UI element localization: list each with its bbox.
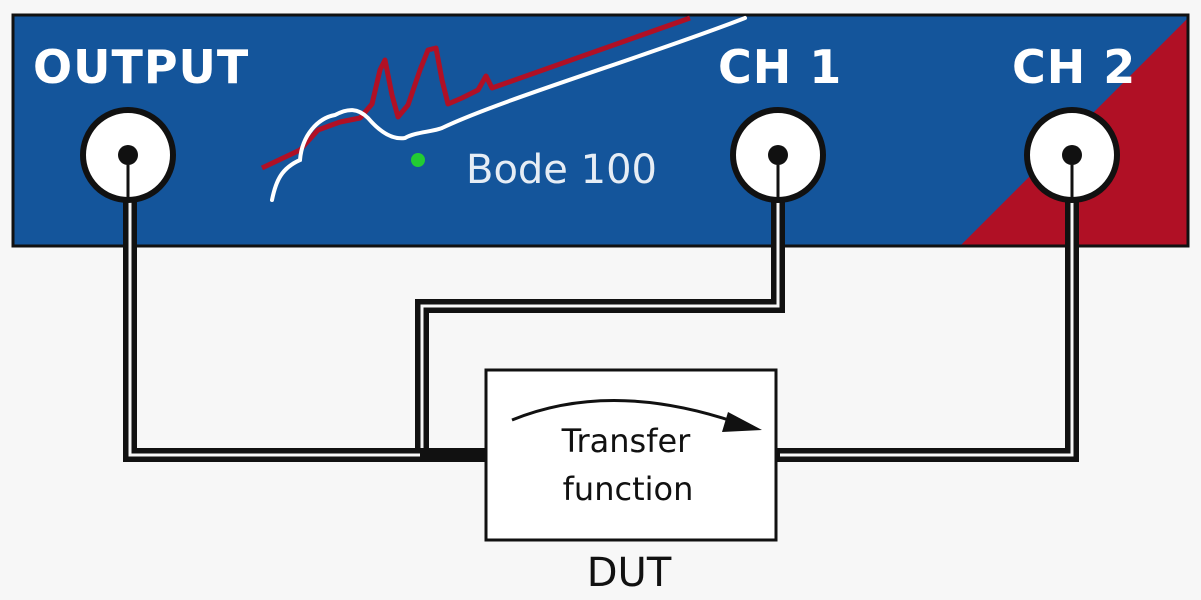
wire-ch1-highlight: [420, 200, 780, 448]
status-led: [411, 153, 425, 167]
logo-white-curve: [270, 16, 747, 202]
dut-label: DUT: [587, 550, 672, 596]
arrow-head-icon: [722, 412, 762, 432]
dut-block: Transfer function DUT: [484, 368, 778, 596]
transfer-arrow-curve: [511, 399, 736, 424]
device-panel: [11, 13, 1190, 248]
bode100-device: Bode 100 OUTPUT CH 1 CH 2: [11, 13, 1190, 248]
ch2-connector[interactable]: [1024, 107, 1120, 203]
output-connector[interactable]: [80, 107, 176, 203]
wire-ch2-highlight: [780, 200, 1074, 457]
ch2-port-label: CH 2: [1012, 40, 1136, 94]
wire-output-highlight: [128, 200, 420, 457]
output-port-label: OUTPUT: [33, 40, 249, 94]
dut-box: [484, 368, 778, 542]
device-name: Bode 100: [466, 147, 657, 193]
ch1-connector[interactable]: [730, 107, 826, 203]
dut-text-line2: function: [563, 470, 694, 508]
device-panel-border: [11, 13, 1190, 248]
wire-highlights: [128, 200, 1074, 457]
dut-text-line1: Transfer: [561, 422, 692, 460]
logo-red-curve: [260, 15, 691, 171]
ch1-port-label: CH 1: [718, 40, 842, 94]
